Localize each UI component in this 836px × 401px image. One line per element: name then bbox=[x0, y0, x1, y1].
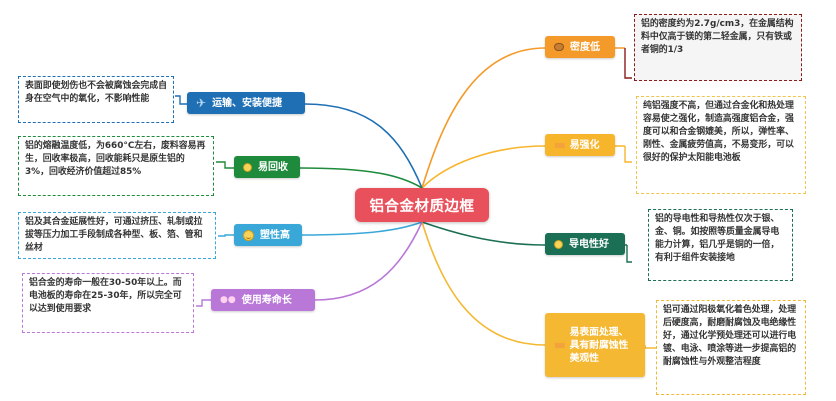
branch-low-density[interactable]: 密度低 bbox=[545, 36, 615, 58]
cubes-icon: ▪▪ bbox=[554, 339, 565, 351]
note-conductivity: 铝的导电性和导热性仅次于银、金、铜。如按照等质量金属导电能力计算，铝几乎是铜的一… bbox=[648, 209, 793, 281]
stone-icon bbox=[554, 43, 564, 51]
truck-icon: ✈ bbox=[196, 95, 207, 110]
note-low-density: 铝的密度约为2.7g/cm3，在金属结构料中仅高于镁的第二轻金属，只有铁或者铜的… bbox=[634, 14, 802, 81]
branch-label: 运输、安装便捷 bbox=[212, 97, 283, 109]
smile-icon bbox=[243, 229, 254, 241]
note-transport-install: 表面即使划伤也不会被腐蚀会完成自身在空气中的氧化，不影响性能 bbox=[18, 76, 174, 123]
note-long-life: 铝合金的寿命一般在30-50年以上。而电池板的寿命在25-30年，所以完全可以达… bbox=[22, 273, 194, 333]
cubes-icon: ▪▪ bbox=[554, 139, 565, 151]
branch-recycle[interactable]: 易回收 bbox=[234, 156, 300, 178]
branch-label: 易表面处理、具有耐腐蚀性美观性 bbox=[569, 326, 629, 364]
branch-plasticity[interactable]: 塑性高 bbox=[234, 224, 302, 246]
branch-label: 塑性高 bbox=[260, 229, 290, 241]
people-icon: ●● bbox=[220, 294, 236, 305]
branch-label: 易回收 bbox=[258, 161, 288, 173]
note-plasticity: 铝及其合金延展性好，可通过挤压、轧制或拉拔等压力加工手段制成各种型、板、箔、管和… bbox=[18, 212, 216, 259]
note-recycle: 铝的熔融温度低，为660°C左右，废料容易再生，回收率极高，回收能耗只是原生铝的… bbox=[18, 136, 214, 196]
branch-label: 使用寿命长 bbox=[241, 294, 292, 306]
branch-easy-strengthen[interactable]: ▪▪ 易强化 bbox=[545, 134, 615, 156]
dot-icon bbox=[554, 239, 563, 249]
branch-transport-install[interactable]: ✈ 运输、安装便捷 bbox=[187, 92, 305, 114]
branch-label: 导电性好 bbox=[569, 238, 609, 250]
note-easy-strengthen: 纯铝强度不高，但通过合金化和热处理容易使之强化，制造高强度铝合金，强度可以和合金… bbox=[636, 96, 806, 194]
dot-icon bbox=[243, 162, 252, 172]
branch-surface-treatment[interactable]: ▪▪ 易表面处理、具有耐腐蚀性美观性 bbox=[545, 313, 645, 377]
branch-label: 密度低 bbox=[570, 41, 600, 53]
central-topic: 铝合金材质边框 bbox=[355, 188, 489, 222]
branch-long-life[interactable]: ●● 使用寿命长 bbox=[211, 289, 315, 311]
note-surface-treatment: 铝可通过阳极氧化着色处理，处理后硬度高，耐磨耐腐蚀及电绝缘性好，通过化学预处理还… bbox=[656, 300, 806, 395]
branch-label: 易强化 bbox=[569, 139, 600, 151]
branch-conductivity[interactable]: 导电性好 bbox=[545, 233, 625, 255]
